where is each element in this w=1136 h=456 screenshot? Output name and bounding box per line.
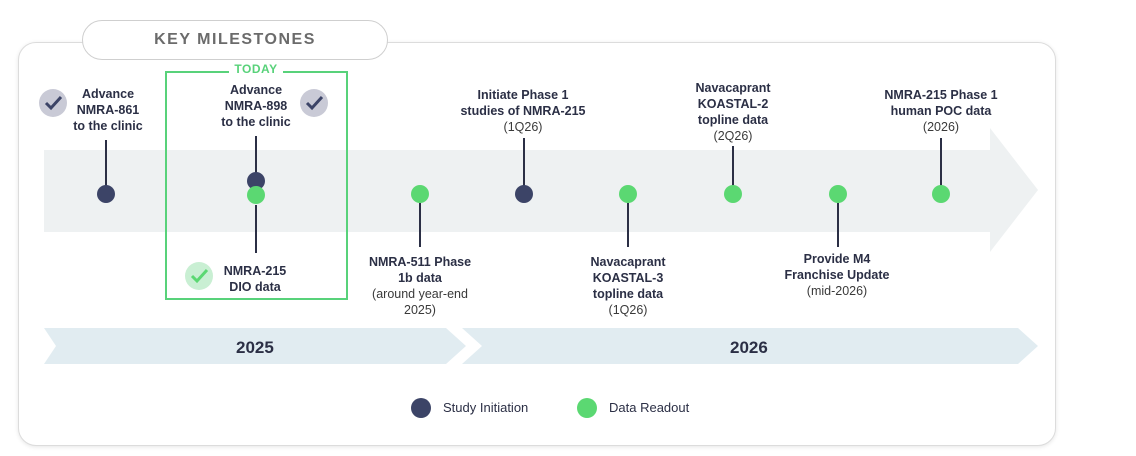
milestone-initiate-phase-1: Initiate Phase 1 studies of NMRA-215 (1Q… (448, 87, 598, 135)
legend-study-initiation-label: Study Initiation (443, 400, 529, 415)
completed-check-icon (185, 262, 213, 290)
milestone-label: NMRA-215 (223, 264, 287, 278)
milestone-nmra-861: Advance NMRA-861 to the clinic (62, 86, 154, 134)
milestone-label: 1b data (398, 271, 442, 285)
year-band-2026 (462, 328, 1038, 364)
milestone-label: topline data (592, 287, 664, 301)
milestone-label: Navacaprant (695, 81, 771, 95)
milestone-m4-franchise: Provide M4 Franchise Update (mid-2026) (770, 251, 904, 299)
data-readout-dot (411, 185, 429, 203)
milestone-label: NMRA-861 (76, 103, 140, 117)
milestone-label: NMRA-898 (224, 99, 288, 113)
milestone-connector (105, 140, 107, 186)
milestone-connector (627, 203, 629, 247)
milestone-connector (255, 205, 257, 253)
year-label-2025: 2025 (236, 338, 274, 357)
completed-check-icon (39, 89, 67, 117)
milestone-date: (1Q26) (503, 120, 543, 134)
data-readout-dot (247, 186, 265, 204)
milestone-label: Franchise Update (784, 268, 890, 282)
milestone-label: NMRA-215 Phase 1 (884, 88, 998, 102)
milestone-nmra-215-poc: NMRA-215 Phase 1 human POC data (2026) (866, 87, 1016, 135)
study-initiation-dot (97, 185, 115, 203)
today-label: TODAY (229, 62, 283, 76)
data-readout-dot (829, 185, 847, 203)
legend-study-initiation-dot (411, 398, 431, 418)
data-readout-dot (932, 185, 950, 203)
legend-data-readout-label: Data Readout (609, 400, 690, 415)
milestone-date: (2Q26) (713, 129, 753, 143)
milestone-date: (mid-2026) (806, 284, 868, 298)
milestone-date: (2026) (922, 120, 960, 134)
study-initiation-dot (247, 172, 265, 190)
milestones-card (18, 42, 1056, 446)
legend-data-readout-dot (577, 398, 597, 418)
milestone-label: KOASTAL-2 (697, 97, 769, 111)
milestone-connector (837, 203, 839, 247)
timeline-arrow (44, 128, 1038, 252)
year-label-2026: 2026 (730, 338, 768, 357)
milestone-label: NMRA-511 Phase (368, 255, 472, 269)
milestone-connector (419, 203, 421, 247)
milestone-date: (around year-end (372, 287, 468, 301)
milestone-label: Advance (229, 83, 283, 97)
milestone-label: Provide M4 (803, 252, 871, 266)
milestone-label: studies of NMRA-215 (460, 104, 586, 118)
milestone-label: DIO data (229, 280, 281, 294)
milestone-connector (732, 146, 734, 186)
year-band-2025 (44, 328, 466, 364)
section-title: KEY MILESTONES (82, 20, 388, 60)
completed-check-icon (300, 89, 328, 117)
milestone-label: Initiate Phase 1 (477, 88, 569, 102)
milestone-label: human POC data (890, 104, 992, 118)
milestone-nmra-898: Advance NMRA-898 to the clinic (210, 82, 302, 130)
milestone-date: (1Q26) (608, 303, 648, 317)
milestone-label: Navacaprant (590, 255, 666, 269)
milestone-label: to the clinic (221, 115, 291, 129)
milestone-label: KOASTAL-3 (592, 271, 664, 285)
milestone-nmra-511: NMRA-511 Phase 1b data (around year-end … (356, 254, 484, 318)
milestone-koastal-3: Navacaprant KOASTAL-3 topline data (1Q26… (570, 254, 686, 318)
data-readout-dot (724, 185, 742, 203)
milestone-date: 2025) (404, 303, 436, 317)
milestone-connector (255, 136, 257, 176)
milestone-koastal-2: Navacaprant KOASTAL-2 topline data (2Q26… (675, 80, 791, 144)
milestone-label: topline data (697, 113, 769, 127)
milestone-label: to the clinic (73, 119, 143, 133)
milestone-connector (940, 138, 942, 186)
data-readout-dot (619, 185, 637, 203)
milestone-label: Advance (81, 87, 135, 101)
milestone-nmra-215-dio: NMRA-215 DIO data (215, 263, 295, 295)
study-initiation-dot (515, 185, 533, 203)
milestone-connector (523, 138, 525, 186)
